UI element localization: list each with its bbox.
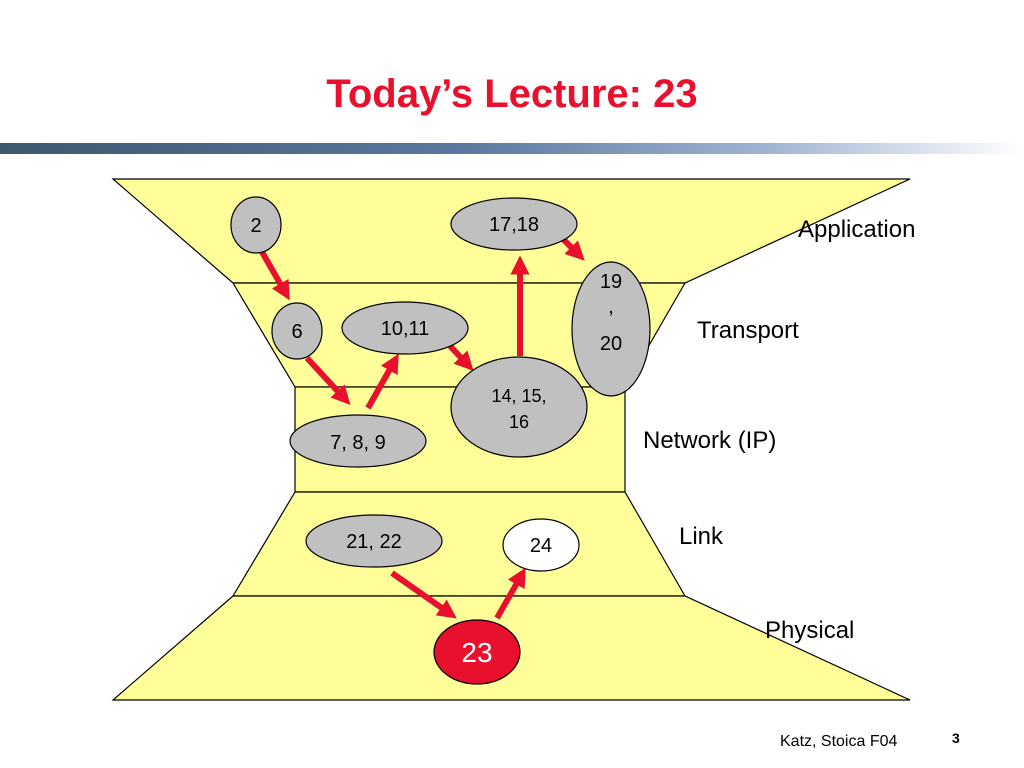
node-7-8-9 [289,414,427,468]
node-6 [271,302,323,360]
node-23-current-lecture [433,619,521,685]
arrow-2-to-6 [259,250,290,301]
node-17-18 [450,197,578,251]
title-divider [0,143,1024,154]
node-23-label: 23 [461,637,492,668]
node-19-20-label-line-3: 20 [600,333,622,355]
node-2-label: 2 [250,215,261,237]
layer-label-transport: Transport [697,317,799,344]
page-number: 3 [952,730,960,746]
node-10-11-label: 10,11 [381,318,430,340]
node-14-15-16 [450,356,588,458]
node-24-label: 24 [530,535,552,557]
arrow-1011-to-141516 [447,343,474,371]
node-21-22 [305,514,443,568]
node-7-8-9-label: 7, 8, 9 [330,432,386,454]
arrow-789-to-1011 [365,353,399,410]
slide-title: Today’s Lecture: 23 [326,72,698,116]
node-10-11 [341,301,469,355]
layer-label-link: Link [679,523,724,550]
node-6-label: 6 [291,321,302,343]
arrow-2122-to-23 [390,570,457,619]
node-17-18-label: 17,18 [489,214,539,236]
node-24 [502,518,580,572]
node-19-20 [571,261,651,397]
node-19-20-label-line-2: , [608,296,614,318]
arrow-23-to-24 [494,567,526,620]
node-14-15-16-label-line-2: 16 [509,412,529,432]
flow-arrows [259,233,585,620]
footer-credit: Katz, Stoica F04 [780,733,898,750]
layer-label-network: Network (IP) [643,427,776,454]
node-2 [230,196,282,254]
layer-band-link [231,491,687,597]
node-14-15-16-label-line-1: 14, 15, [491,386,546,406]
node-19-20-label-line-1: 19 [600,271,622,293]
layer-label-physical: Physical [765,617,854,644]
layer-label-application: Application [798,216,915,243]
arrow-6-to-789 [304,355,351,406]
node-21-22-label: 21, 22 [346,531,402,553]
